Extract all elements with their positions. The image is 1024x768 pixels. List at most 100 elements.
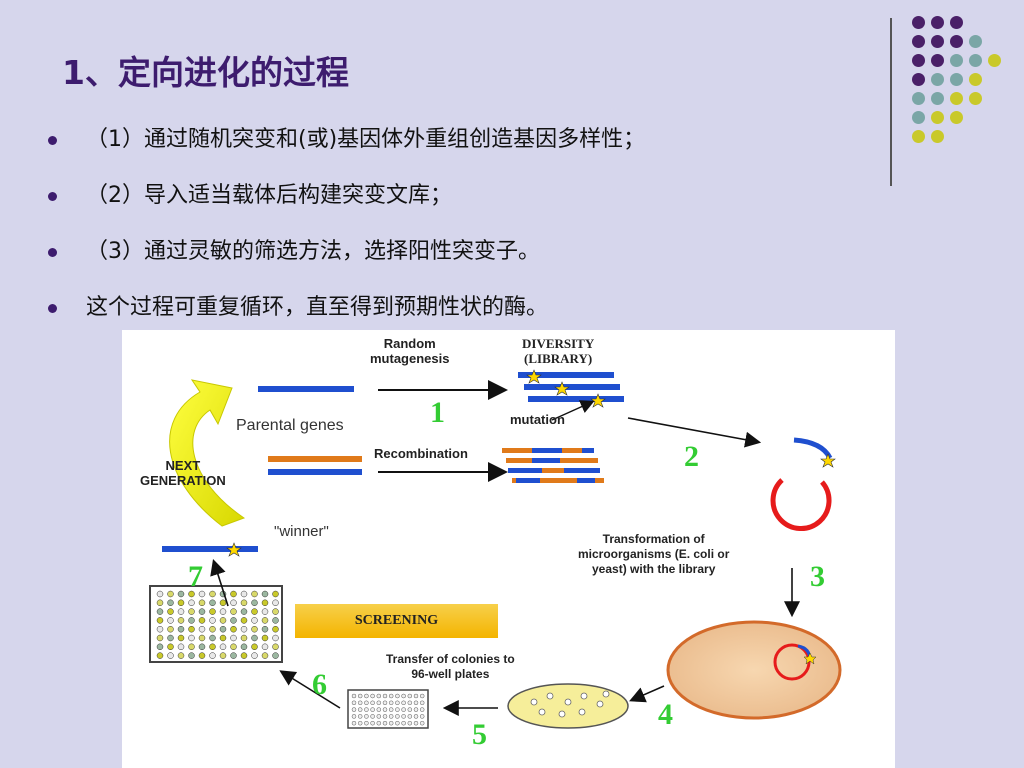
well: [364, 700, 369, 706]
bullet-item: （1）通过随机突变和(或)基因体外重组创造基因多样性；: [42, 112, 645, 168]
decor-dot: [950, 73, 963, 86]
well: [251, 634, 258, 642]
well: [198, 652, 206, 659]
well: [188, 608, 195, 615]
step-number-4: 4: [658, 698, 673, 731]
mutation-star-icon: [590, 393, 606, 408]
well: [219, 617, 227, 624]
decor-dot: [969, 92, 982, 105]
well: [177, 625, 185, 633]
well: [198, 599, 206, 607]
well: [364, 693, 369, 699]
well: [156, 625, 164, 633]
well: [395, 707, 400, 712]
library-gene: [528, 396, 624, 402]
well: [177, 643, 185, 651]
well: [351, 693, 357, 699]
library-gene: [518, 372, 614, 378]
well: [401, 700, 406, 706]
well: [357, 720, 363, 726]
well: [357, 714, 363, 719]
decor-dot: [931, 92, 944, 105]
well: [407, 700, 413, 706]
diagram-graphics: [149, 369, 842, 729]
plasmid-insert: [793, 437, 833, 460]
step-number-2: 2: [684, 440, 699, 473]
decor-dot: [931, 54, 944, 67]
well: [219, 625, 227, 633]
well: [167, 608, 174, 615]
diversity-library-label: DIVERSITY (LIBRARY): [522, 336, 595, 366]
parental-gene: [258, 386, 354, 392]
well: [156, 590, 164, 598]
well: [388, 720, 394, 726]
well: [240, 590, 248, 598]
step6-arrow: [279, 670, 341, 709]
petri-colonies: [530, 690, 610, 718]
well: [272, 634, 279, 642]
well: [188, 625, 195, 633]
bullet-item: （2）导入适当载体后构建突变文库；: [42, 168, 645, 224]
decor-dot: [912, 92, 925, 105]
well: [388, 700, 394, 706]
decor-dot: [969, 54, 982, 67]
well: [351, 700, 357, 706]
well: [382, 720, 388, 726]
decor-dot: [912, 130, 925, 143]
well: [219, 643, 227, 651]
well: [230, 617, 237, 624]
well: [272, 625, 279, 633]
well: [156, 599, 164, 607]
well: [240, 634, 248, 642]
step7-arrow: [210, 558, 229, 607]
directed-evolution-diagram: Random mutagenesis DIVERSITY (LIBRARY) P…: [122, 330, 895, 768]
well: [395, 720, 400, 726]
well: [407, 693, 413, 699]
well: [382, 693, 388, 699]
bullet-item: 这个过程可重复循环，直至得到预期性状的酶。: [42, 280, 645, 336]
well: [351, 720, 357, 726]
mutation-label: mutation: [510, 412, 565, 427]
well: [272, 652, 279, 659]
well: [251, 599, 258, 607]
decor-dot: [950, 35, 963, 48]
plasmid-vector: [770, 478, 832, 532]
step-number-3: 3: [810, 560, 825, 593]
well: [388, 714, 394, 719]
well: [209, 617, 216, 624]
well: [230, 625, 237, 633]
decor-dot: [931, 16, 944, 29]
decor-dot: [969, 35, 982, 48]
well: [230, 590, 237, 598]
well: [251, 608, 258, 615]
well: [376, 714, 382, 719]
well: [401, 720, 406, 726]
step-number-5: 5: [472, 718, 487, 751]
well: [230, 608, 237, 615]
parental-genes-label: Parental genes: [236, 417, 344, 434]
well: [395, 693, 400, 699]
mutation-star-icon: [820, 453, 836, 468]
well: [188, 634, 195, 642]
decor-dot: [988, 54, 1001, 67]
well: [388, 707, 394, 712]
well: [364, 720, 369, 726]
mutation-star-icon: [803, 652, 817, 665]
parental-gene-orange: [268, 456, 362, 462]
decorative-divider: [890, 18, 892, 186]
well: [382, 707, 388, 712]
step4-arrow: [629, 685, 665, 703]
well: [188, 599, 195, 607]
well: [351, 714, 357, 719]
slide-title: 1、定向进化的过程: [62, 53, 349, 92]
well: [376, 700, 382, 706]
well: [251, 652, 258, 659]
step-number-6: 6: [312, 668, 327, 701]
small-plate-wells: [351, 693, 425, 726]
well: [209, 599, 216, 607]
winner-label: "winner": [274, 523, 329, 540]
transfer-label: Transfer of colonies to 96-well plates: [386, 652, 515, 681]
decor-dot: [950, 54, 963, 67]
well: [209, 590, 216, 598]
recombination-label: Recombination: [374, 446, 468, 461]
